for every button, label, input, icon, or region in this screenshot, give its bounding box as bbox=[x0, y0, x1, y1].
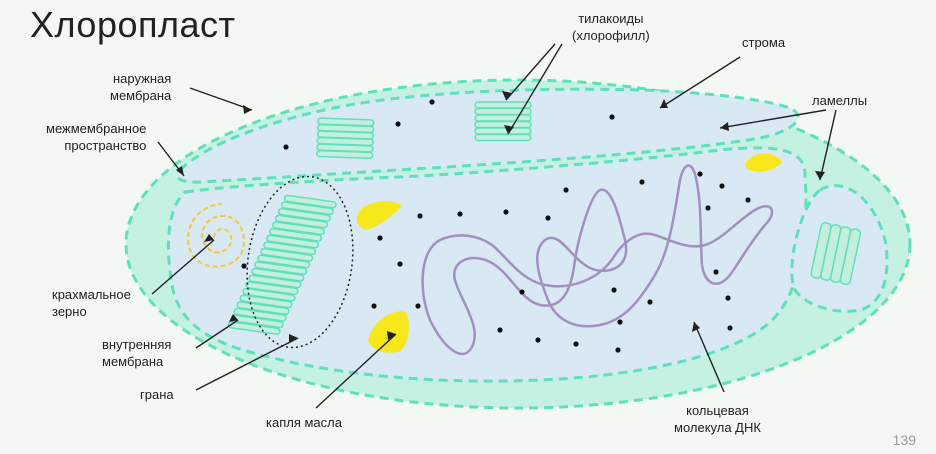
label-thylakoids: тилакоиды (хлорофилл) bbox=[572, 11, 650, 43]
page-title: Хлоропласт bbox=[30, 4, 236, 45]
granum-highlight bbox=[246, 175, 354, 349]
thylakoid-stack-upper-right bbox=[474, 101, 532, 142]
stroma-granules bbox=[241, 99, 751, 353]
label-circular-dna: кольцевая молекула ДНК bbox=[674, 403, 761, 435]
oil-drop-3 bbox=[745, 153, 782, 172]
label-intermembrane-space: межмембранное пространство bbox=[46, 121, 147, 153]
label-lamellae: ламеллы bbox=[812, 93, 868, 108]
thylakoid-stack-upper-left bbox=[315, 117, 375, 160]
thylakoid-stack-right bbox=[810, 221, 862, 286]
oil-drop-1 bbox=[356, 201, 402, 230]
label-inner-membrane: внутренняя мембрана bbox=[102, 337, 172, 369]
arrow-heads bbox=[176, 91, 825, 343]
page-number: 139 bbox=[892, 432, 916, 448]
label-outer-membrane: наружная мембрана bbox=[110, 71, 172, 103]
label-oil-drop: капля масла bbox=[266, 415, 342, 430]
leader-arrows bbox=[151, 43, 837, 409]
label-stroma: строма bbox=[742, 35, 786, 50]
granum-stack bbox=[227, 194, 337, 335]
starch-grain bbox=[187, 203, 245, 268]
circular-dna bbox=[421, 164, 774, 356]
label-starch-grain: крахмальное зерно bbox=[52, 287, 131, 319]
label-granum: грана bbox=[140, 387, 174, 402]
